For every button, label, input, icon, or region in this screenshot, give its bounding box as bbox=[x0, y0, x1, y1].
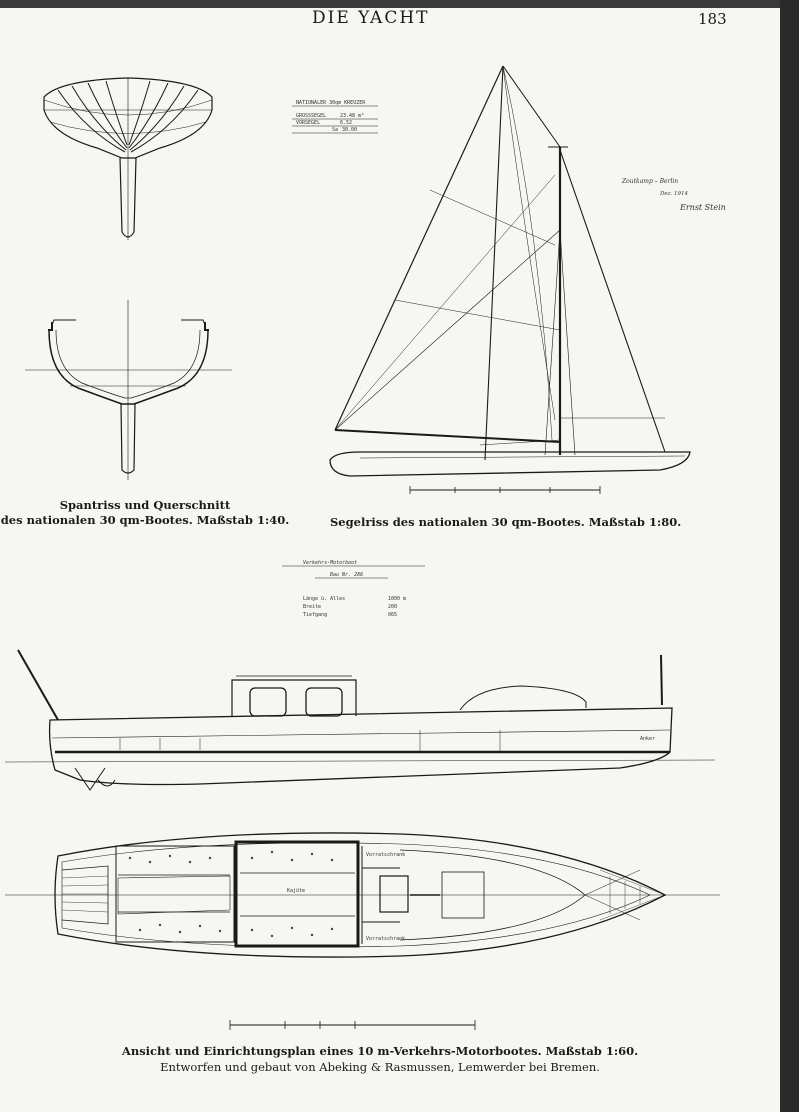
page-edge-shadow bbox=[780, 0, 799, 1112]
deck-plan-labels: Kajüte Vorratschrank Vorratschrank Anker bbox=[287, 736, 655, 942]
sail-table-label: VORSEGEL bbox=[296, 120, 320, 126]
signature-name: Ernst Stein bbox=[679, 203, 726, 212]
deck-label-locker: Vorratschrank bbox=[366, 936, 405, 942]
sail-plan-drawing bbox=[329, 65, 691, 494]
motorboat-profile-drawing bbox=[4, 649, 716, 791]
sail-table-label: GROSSSEGEL bbox=[296, 113, 326, 119]
deck-label-cabin: Kajüte bbox=[287, 888, 305, 894]
motorboat-table-label: Breite bbox=[303, 604, 321, 610]
motorboat-deck-plan-drawing bbox=[5, 832, 720, 1030]
page-number: 183 bbox=[698, 10, 727, 28]
motorboat-table-label: Tiefgang bbox=[303, 612, 327, 618]
technical-drawings: NATIONALER 30qm KREUZER GROSSSEGEL 23.48… bbox=[4, 65, 726, 1030]
motorboat-table-value: 200 bbox=[388, 604, 397, 610]
signature-place: Zoutkamp – Berlin bbox=[621, 178, 678, 185]
signature-date: Dez. 1914 bbox=[659, 191, 689, 197]
journal-title: DIE YACHT bbox=[312, 8, 430, 28]
sail-area-table-lines bbox=[292, 105, 378, 134]
signature-block: Zoutkamp – Berlin Dez. 1914 Ernst Stein bbox=[621, 178, 726, 212]
body-plan-caption-line2: des nationalen 30 qm-Bootes. Maßstab 1:4… bbox=[0, 513, 290, 527]
sail-plan-caption: Segelriss des nationalen 30 qm-Bootes. M… bbox=[330, 515, 682, 529]
deck-label-bow: Anker bbox=[640, 736, 655, 742]
sail-table-label: Sa bbox=[332, 127, 338, 133]
motorboat-table-lines bbox=[282, 565, 425, 579]
document-page bbox=[0, 8, 780, 1112]
cushion-pattern bbox=[128, 850, 334, 938]
sail-table-value: 23.48 m² bbox=[340, 113, 364, 119]
sail-area-table: NATIONALER 30qm KREUZER GROSSSEGEL 23.48… bbox=[296, 100, 366, 133]
body-plan-drawing bbox=[43, 77, 213, 240]
sail-table-value: 30.00 bbox=[342, 127, 357, 133]
deck-label-locker: Vorratschrank bbox=[366, 852, 405, 858]
motorboat-table: Verkehrs-Motorboot Bau Nr. 286 Länge ü. … bbox=[303, 560, 406, 618]
sail-table-value: 6.52 bbox=[340, 120, 352, 126]
motorboat-caption: Ansicht und Einrichtungsplan eines 10 m-… bbox=[100, 1043, 660, 1075]
cross-section-drawing bbox=[25, 300, 232, 480]
motorboat-table-title: Verkehrs-Motorboot bbox=[303, 560, 357, 566]
motorboat-table-label: Länge ü. Alles bbox=[303, 596, 345, 602]
body-plan-caption-line1: Spantriss und Querschnitt bbox=[59, 498, 231, 512]
motorboat-table-subtitle: Bau Nr. 286 bbox=[330, 572, 363, 578]
motorboat-table-value: 065 bbox=[388, 612, 397, 618]
sail-table-title: NATIONALER 30qm KREUZER bbox=[296, 100, 366, 106]
body-plan-caption: Spantriss und Querschnitt des nationalen… bbox=[0, 498, 290, 528]
motorboat-table-value: 1000 m bbox=[388, 596, 406, 602]
motorboat-caption-line2: Entworfen und gebaut von Abeking & Rasmu… bbox=[160, 1060, 600, 1074]
motorboat-caption-line1: Ansicht und Einrichtungsplan eines 10 m-… bbox=[121, 1044, 639, 1058]
